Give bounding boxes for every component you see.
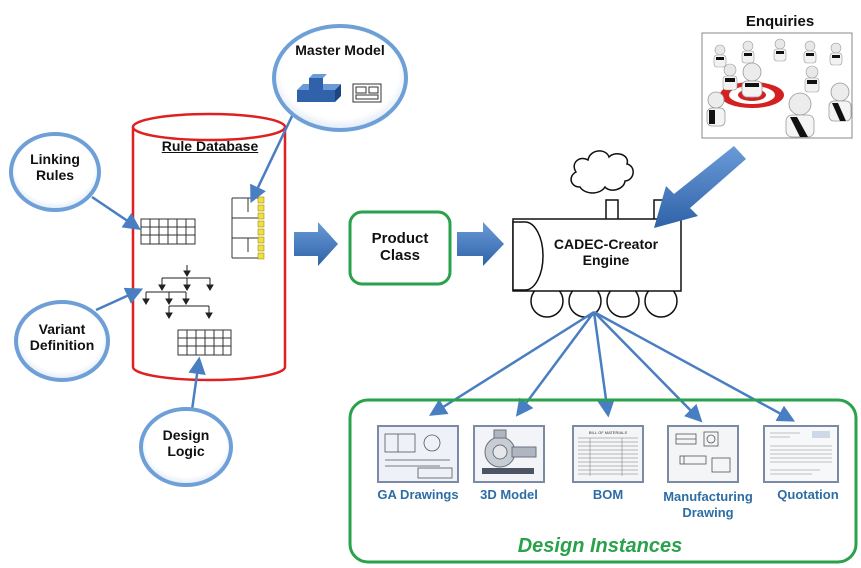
variant-definition-label: Variant Definition (16, 321, 108, 353)
manufacturing-drawing-thumbnail (667, 425, 739, 483)
engine-output-connectors (429, 310, 796, 423)
bubble-connectors (91, 113, 295, 411)
variant-definition-line-1: Variant (38, 321, 86, 337)
product-class-box (348, 210, 452, 286)
enquiries-label: Enquiries (745, 13, 815, 30)
flow-arrow-product-to-engine (457, 222, 504, 266)
people-figures-icon (706, 38, 852, 138)
drawing-layout-icon (352, 83, 382, 103)
flow-arrow-db-to-product (294, 222, 338, 266)
bom-thumbnail: BILL OF MATERIALS (572, 425, 644, 483)
variant-definition-bubble (14, 300, 110, 382)
product-class-label: Product Class (352, 230, 448, 265)
rule-database-title: Rule Database (161, 138, 259, 154)
variant-definition-line-2: Definition (29, 337, 95, 354)
quotation-thumbnail (763, 425, 839, 483)
bom-line-1: BOM (592, 487, 624, 502)
variant-decision-tree (142, 265, 214, 319)
manufacturing-drawing-line-2: Drawing (682, 504, 734, 520)
quotation-line-1: Quotation (777, 487, 839, 502)
product-class-line-2: Class (379, 247, 421, 265)
linking-rules-line-2: Rules (35, 167, 75, 184)
design-instances-label: Design Instances (517, 535, 683, 557)
manufacturing-drawing-label: Manufacturing Drawing (653, 489, 763, 520)
enquiries-image (701, 32, 853, 139)
design-logic-line-2: Logic (167, 443, 205, 460)
pump-icon (482, 429, 537, 474)
design-logic-bubble (139, 407, 233, 487)
manufacturing-drawing-line-1: Manufacturing (663, 489, 753, 504)
linking-rules-bubble (9, 132, 101, 212)
ga-drawings-thumbnail (377, 425, 459, 483)
3d-model-label: 3D Model (454, 487, 564, 503)
smoke-cloud-icon (570, 150, 634, 194)
quotation-label: Quotation (753, 487, 861, 503)
linking-rules-line-1: Linking (30, 151, 80, 167)
flow-arrow-enquiries-to-engine (654, 146, 746, 228)
engine-label: CADEC-Creator Engine (534, 236, 678, 268)
bom-doc-header: BILL OF MATERIALS (589, 430, 628, 435)
cadec-engine-locomotive (512, 150, 682, 318)
engine-line-1: CADEC-Creator (553, 236, 659, 252)
3d-model-thumbnail (473, 425, 545, 483)
design-instances-frame (348, 398, 858, 564)
design-logic-label: Design Logic (146, 427, 226, 459)
design-logic-table-grid (177, 329, 232, 356)
linking-rules-label: Linking Rules (15, 151, 95, 183)
3d-block-icon (297, 74, 341, 102)
ga-drawings-label: GA Drawings (363, 487, 473, 503)
3d-model-line-1: 3D Model (480, 487, 538, 502)
product-class-line-1: Product (371, 230, 429, 247)
master-model-bubble (272, 24, 408, 132)
linking-table-grid (140, 218, 196, 245)
engine-line-2: Engine (582, 252, 630, 269)
bom-label: BOM (553, 487, 663, 503)
ga-drawings-line-1: GA Drawings (377, 487, 459, 502)
design-logic-line-1: Design (162, 427, 210, 443)
master-model-label: Master Model (295, 42, 385, 58)
rule-database-cylinder (131, 112, 287, 382)
